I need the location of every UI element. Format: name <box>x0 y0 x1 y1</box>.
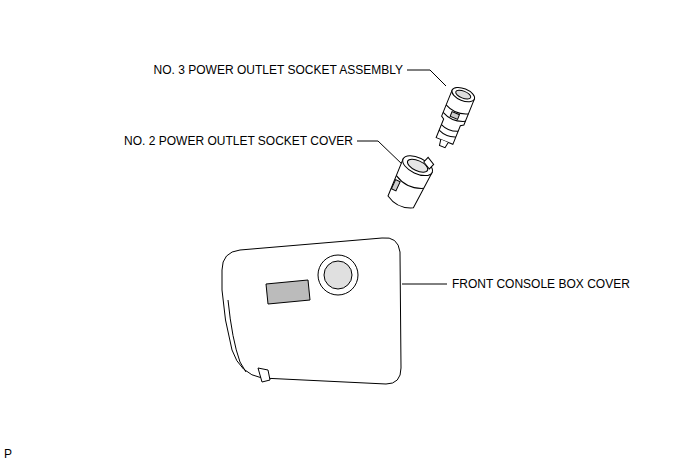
leader-line <box>407 70 446 86</box>
socket-cover <box>385 148 438 212</box>
leader-line <box>402 284 447 285</box>
part-name: NO. 3 POWER OUTLET SOCKET ASSEMBLY <box>154 63 403 77</box>
part-name: NO. 2 POWER OUTLET SOCKET COVER <box>124 134 353 148</box>
console-box-cover <box>222 238 401 384</box>
figure-code: P <box>4 447 12 461</box>
leader-line <box>357 141 404 166</box>
part-name: FRONT CONSOLE BOX COVER <box>452 277 630 291</box>
power-outlet-socket <box>431 85 476 151</box>
